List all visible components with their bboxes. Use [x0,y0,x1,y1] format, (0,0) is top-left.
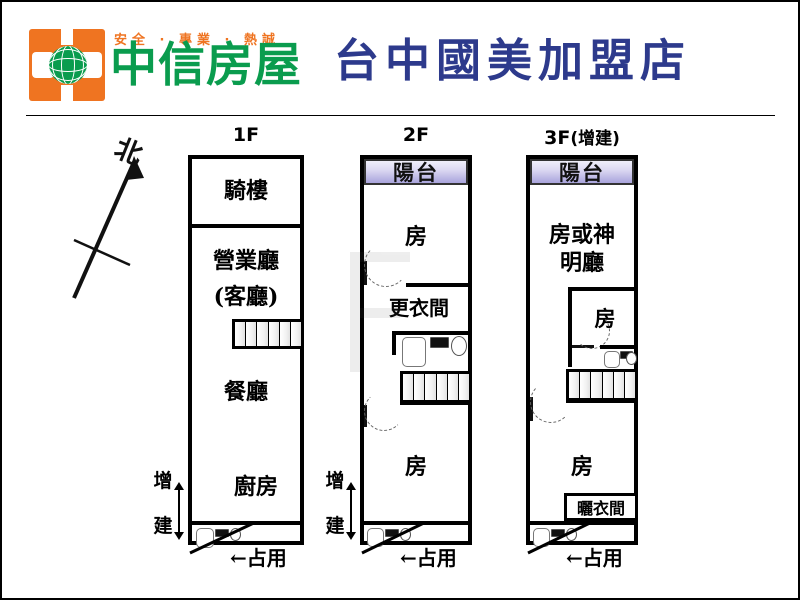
staircase-2f [400,371,472,403]
balcony-2f: 陽台 [364,159,468,185]
extension-label-bottom-2f: 建 [325,515,345,537]
wall-mid-top-3f [568,287,638,291]
wall-upper-2f [406,283,472,287]
occupied-triangle-3f [527,521,595,555]
sink-3f-bottom [551,529,565,537]
occupied-label-3f: ←占用 [566,546,623,570]
bathtub-2f [402,337,426,367]
wall-bottom-3f [526,521,638,525]
occupied-label-2f: ←占用 [400,546,457,570]
room-label-kitchen: 廚房 [233,474,278,500]
wall-stair-bottom-3f [566,399,638,403]
outer-wall-1f [188,155,304,545]
door-2f-upper [364,243,408,287]
extension-arrow-2f [346,482,356,540]
extension-label-bottom-1f: 建 [153,515,173,537]
wall-bath-top-3f [600,345,638,349]
extension-label-top-1f: 增 [153,470,173,492]
room-label-dining: 餐廳 [223,379,268,405]
extension-label-top-2f: 增 [325,470,345,492]
balcony-3f: 陽台 [530,159,634,185]
occupied-label-1f: ←占用 [230,546,287,570]
wall-bath-left-2f [392,331,396,355]
room-label-dressing-2f: 更衣間 [389,296,449,320]
floor-label-2f: 2F [402,124,430,146]
globe-icon [49,46,87,84]
staircase-3f [566,369,638,401]
wall-bath-top-2f [392,331,472,335]
extension-mark-1f: 增 建 [143,472,183,536]
floor-label-3f-main: 3F [544,127,571,149]
toilet-3f [626,352,637,365]
room-label-living-room: (客廳) [213,284,279,310]
occupied-triangle-1f [189,521,259,555]
floor-label-3f: 3F(增建) [526,124,638,149]
wall-bath-left-3f [568,345,572,367]
wall-bottom-2f [360,521,472,525]
store-title: 台中國美加盟店 [334,34,692,87]
door-3f-lower [530,381,572,427]
toilet-2f [451,336,467,356]
wall-stair-bottom-2f [400,401,472,405]
door-3f-middle [570,313,610,349]
sink-2f [430,337,449,348]
occupied-triangle-2f [361,521,429,555]
brand-slogan: 安全 · 專業 · 熱誠 [114,33,280,48]
door-2f-lower [364,391,404,433]
wall-mid-left-3f [568,287,572,347]
room-label-room-lower-2f: 房 [404,454,427,480]
north-arrow-icon: 北 [62,130,177,305]
room-label-arcade: 騎樓 [223,178,268,204]
page-header: 安全 · 專業 · 熱誠 中信房屋 台中國美加盟店 [2,2,798,116]
sink-2f-bottom [385,529,399,537]
header-divider [26,115,775,116]
floor-label-3f-sub: (增建) [570,129,620,149]
room-label-room-lower-3f: 房 [570,454,593,480]
extension-arrow-1f [174,482,184,540]
floorplan-2f: 2F 陽台 房 更衣間 房 [360,124,472,555]
floor-label-1f: 1F [232,124,260,146]
wall-arcade-1f [188,224,304,228]
staircase-1f [232,319,304,349]
wall-bottom-1f [188,521,304,525]
zhongxin-house-logo-icon [29,29,105,101]
floorplan-3f: 3F(增建) 陽台 房或神 明廳 房 房 曬衣間 [526,127,638,555]
floorplan-1f: 1F 騎樓 營業廳 (客廳) 餐廳 廚房 [188,124,304,555]
room-label-business-hall: 營業廳 [212,248,279,274]
room-label-shrine-3f: 房或神 [548,222,615,248]
outer-wall-3f [526,155,638,545]
extension-mark-2f: 增 建 [315,472,355,536]
room-label-room-upper-2f: 房 [404,224,427,250]
room-label-shrine-3f-2: 明廳 [559,250,604,276]
laundry-room-3f: 曬衣間 [564,493,638,521]
bathtub-3f [604,351,620,368]
brand-name: 中信房屋 [110,38,302,93]
